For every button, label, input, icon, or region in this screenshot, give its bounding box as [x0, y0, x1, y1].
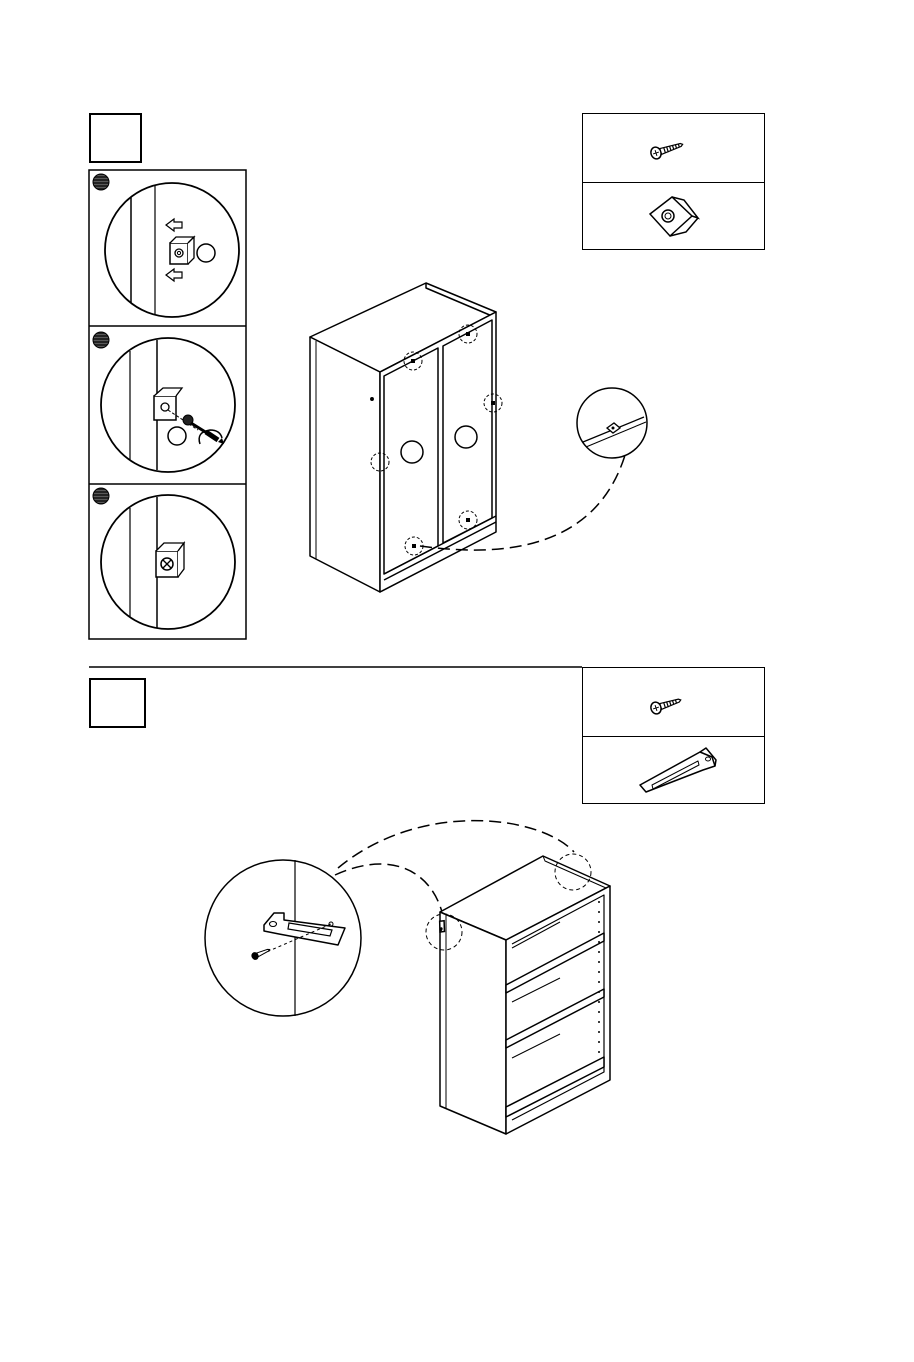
cam-fitting-icon [650, 197, 698, 236]
l-bracket-icon [640, 748, 716, 792]
bookcase [440, 856, 610, 1134]
cabinet-with-doors [310, 283, 496, 592]
filled-circle-marker [93, 332, 109, 348]
detail-a-cam-insert [93, 174, 239, 317]
detail-c-locked [93, 488, 235, 629]
detail-b-tighten [93, 332, 235, 472]
screw-icon [649, 694, 682, 715]
filled-circle-marker [93, 488, 109, 504]
zoom-detail-wall-bracket [205, 860, 361, 1016]
filled-circle-marker [93, 174, 109, 190]
zoom-detail-cam [577, 388, 647, 458]
screw-icon [649, 139, 684, 161]
